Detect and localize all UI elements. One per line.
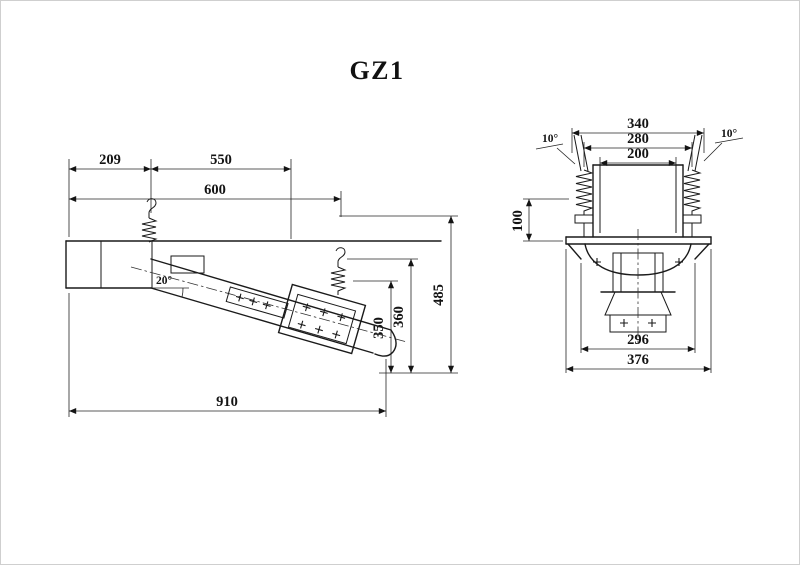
dim-376: 376 xyxy=(627,352,649,368)
bolt-cross-marks xyxy=(297,303,346,339)
drawing-title: GZ1 xyxy=(349,56,404,85)
dim-350: 350 xyxy=(371,317,387,339)
suspension-rods xyxy=(573,134,703,172)
bolt-cross-marks xyxy=(593,258,683,266)
angle-20-label: 20° xyxy=(156,275,173,287)
dim-296: 296 xyxy=(627,332,649,348)
vibrator-unit xyxy=(277,283,367,355)
hook-icon xyxy=(146,198,157,218)
dim-910: 910 xyxy=(216,394,238,410)
angle-10-right-label: 10° xyxy=(721,128,738,140)
spring-coil-icon xyxy=(683,169,702,215)
dim-360: 360 xyxy=(391,306,407,328)
dim-209: 209 xyxy=(99,152,121,168)
dim-340: 340 xyxy=(627,116,649,132)
trough-centerline xyxy=(130,266,408,343)
dim-485: 485 xyxy=(431,284,447,306)
feeder-body-outline xyxy=(65,240,442,357)
spring-coil-icon xyxy=(330,266,347,295)
dim-550: 550 xyxy=(210,152,232,168)
spring-coil-icon xyxy=(141,217,158,243)
suspension-spring-left xyxy=(574,169,594,237)
hanger-spring-front xyxy=(141,198,158,243)
angle-arc xyxy=(181,287,184,298)
bolt-cross-marks xyxy=(235,293,271,310)
front-view-dimension-lines xyxy=(525,129,711,373)
dim-280: 280 xyxy=(627,131,649,147)
drive-fork xyxy=(225,286,289,319)
trough-lip-curve xyxy=(374,329,397,357)
spring-coil-icon xyxy=(575,169,594,215)
angle-leader-lines xyxy=(535,137,744,165)
side-view-dimension-lines xyxy=(69,165,455,415)
vibrator-front xyxy=(600,229,676,345)
front-view: 340 280 200 100 296 376 10° 10° xyxy=(510,116,744,373)
trough-front-outline xyxy=(565,164,712,276)
angle-10-left-label: 10° xyxy=(542,133,559,145)
hook-icon xyxy=(335,247,346,267)
dim-200: 200 xyxy=(627,146,649,162)
hanger-spring-rear xyxy=(330,247,347,295)
bolt-cross-marks xyxy=(620,319,656,327)
suspension-spring-right xyxy=(682,169,702,237)
dim-600: 600 xyxy=(204,182,226,198)
dim-100: 100 xyxy=(510,210,526,232)
side-view: 209 550 600 910 485 360 350 20° xyxy=(65,152,458,417)
